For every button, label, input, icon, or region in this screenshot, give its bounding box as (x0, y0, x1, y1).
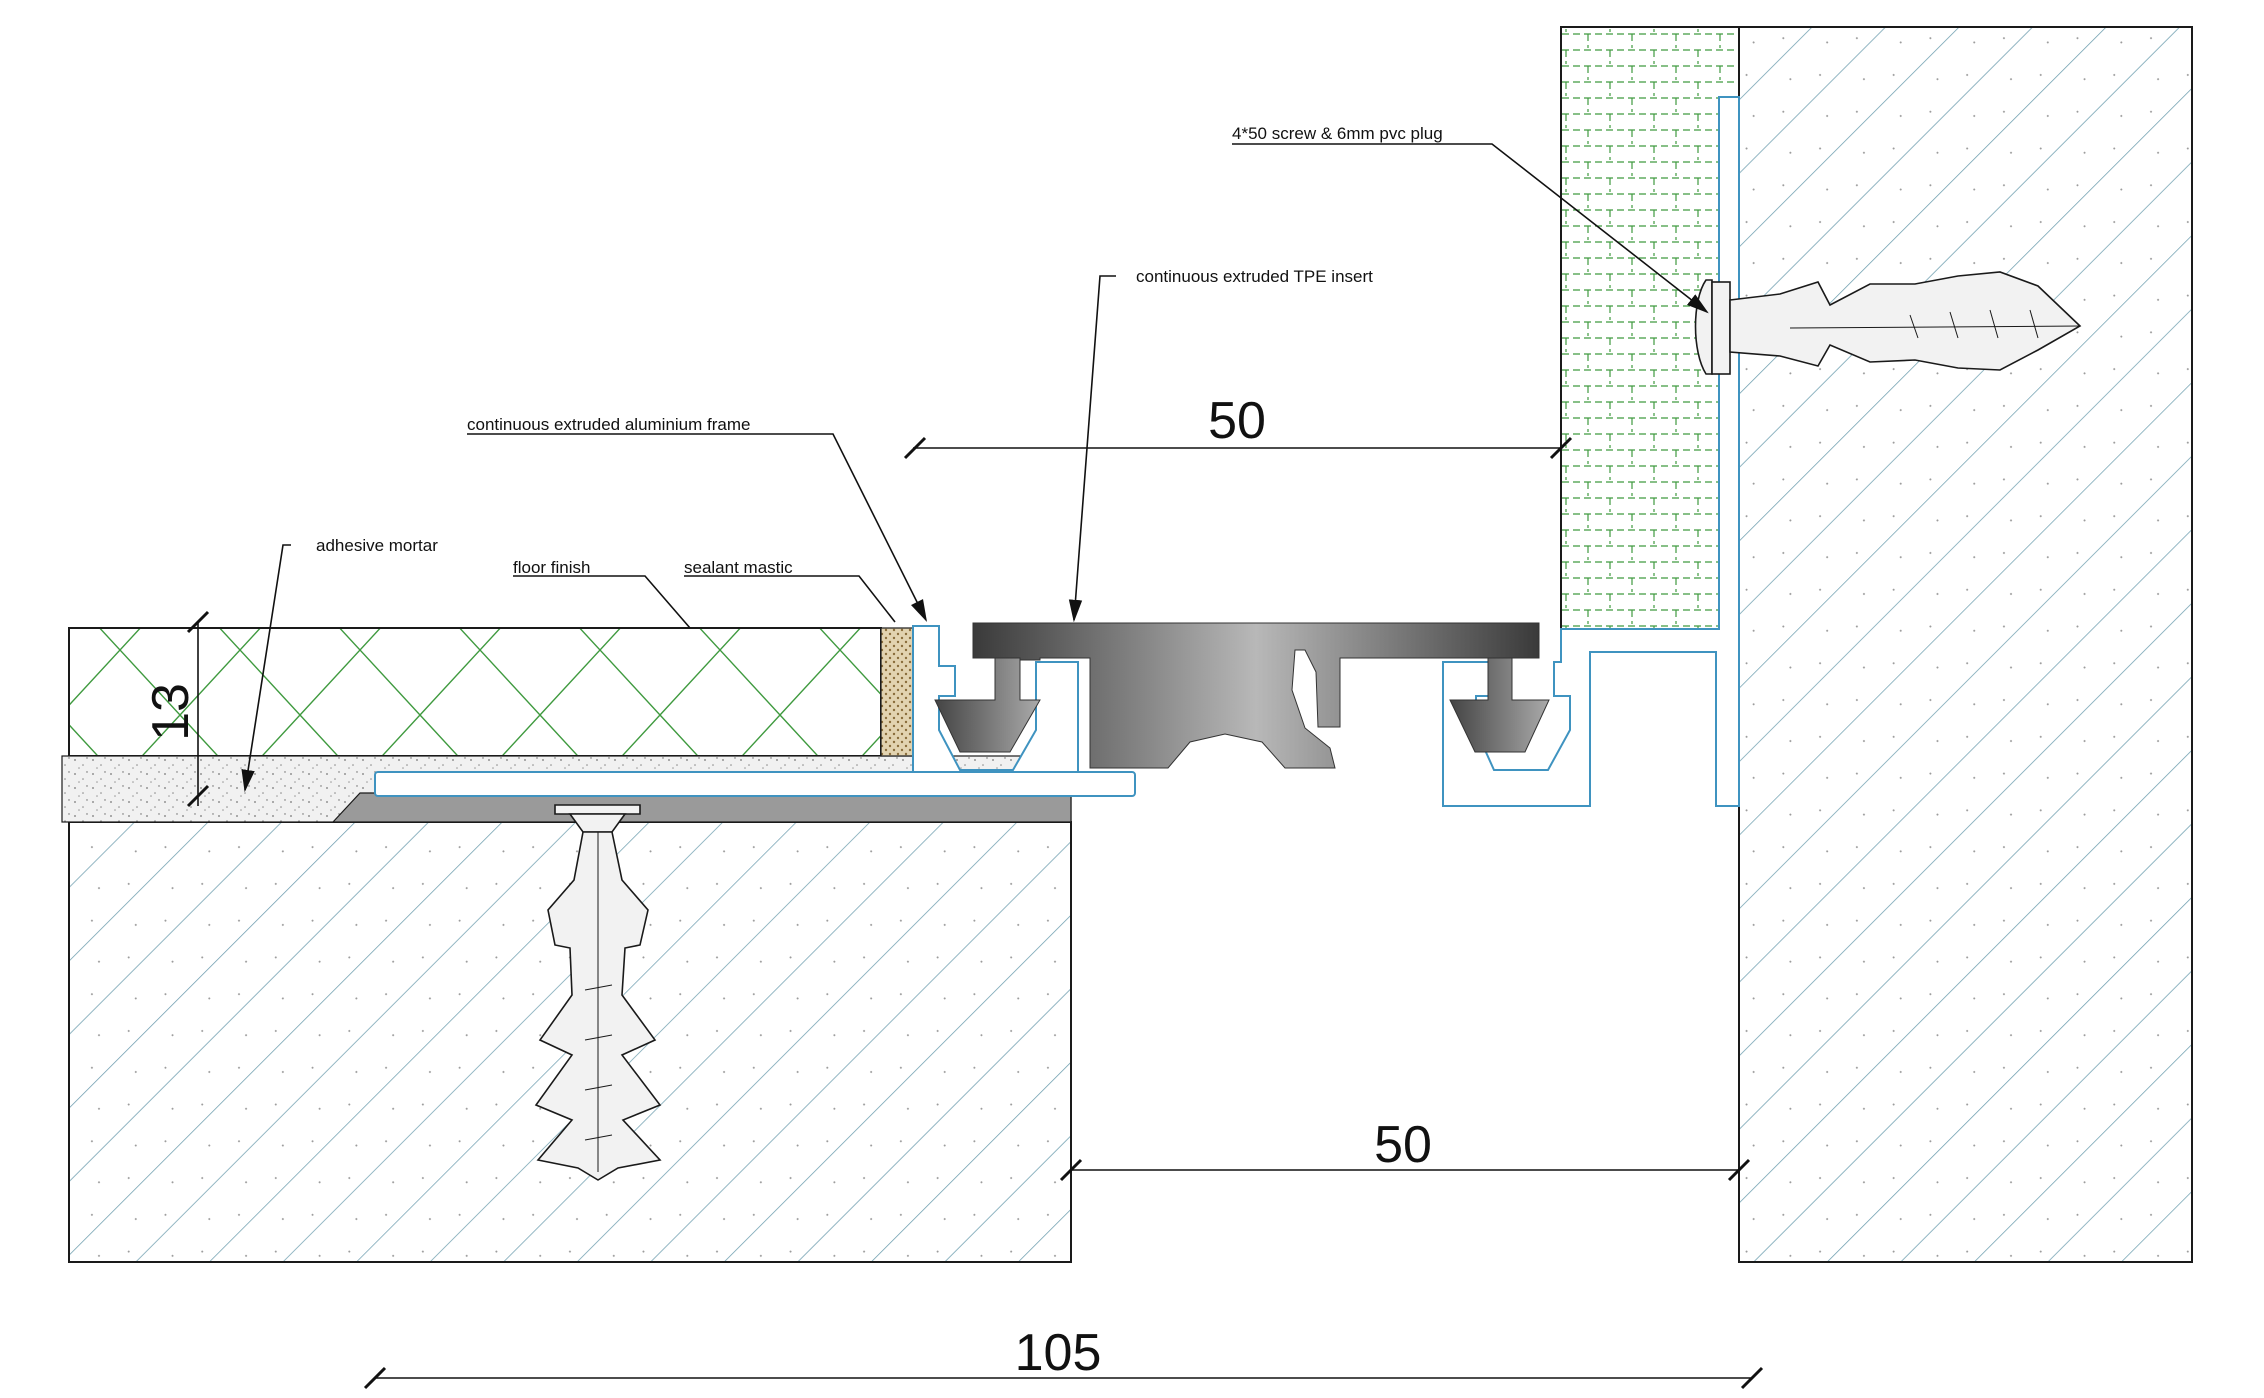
label-screw-plug-text: 4*50 screw & 6mm pvc plug (1232, 124, 1443, 143)
label-aluminium-frame-text: continuous extruded aluminium frame (467, 415, 750, 434)
dimension-joint-gap-text: 50 (1374, 1116, 1432, 1174)
floor-screw-and-plug (534, 804, 662, 1181)
dimension-overall-width: 105 (363, 1324, 1764, 1390)
aluminium-frame-left (374, 625, 1136, 797)
label-floor-finish-text: floor finish (513, 558, 590, 577)
dimension-finish-thickness: 13 (142, 610, 210, 808)
label-adhesive-mortar-text: adhesive mortar (316, 536, 438, 555)
label-tpe-insert-text: continuous extruded TPE insert (1136, 267, 1373, 286)
label-adhesive-mortar: adhesive mortar (241, 536, 438, 793)
label-sealant-mastic-text: sealant mastic (684, 558, 793, 577)
dimension-joint-gap: 50 (1059, 1116, 1751, 1182)
dimension-top-gap-text: 50 (1208, 392, 1266, 450)
label-sealant-mastic: sealant mastic (684, 558, 896, 623)
floor-finish-layer (68, 627, 882, 757)
label-floor-finish: floor finish (513, 558, 691, 629)
base-plate (331, 792, 1072, 823)
label-aluminium-frame: continuous extruded aluminium frame (467, 415, 928, 623)
dimension-overall-width-text: 105 (1015, 1324, 1102, 1382)
label-screw-plug: 4*50 screw & 6mm pvc plug (1232, 124, 1709, 314)
label-tpe-insert: continuous extruded TPE insert (1068, 267, 1373, 623)
dimension-top-gap: 50 (903, 392, 1573, 460)
sealant-mastic-strip (880, 627, 914, 757)
dimension-finish-thickness-text: 13 (142, 683, 200, 741)
tpe-insert (934, 622, 1550, 769)
right-concrete-wall (1738, 26, 2193, 1263)
